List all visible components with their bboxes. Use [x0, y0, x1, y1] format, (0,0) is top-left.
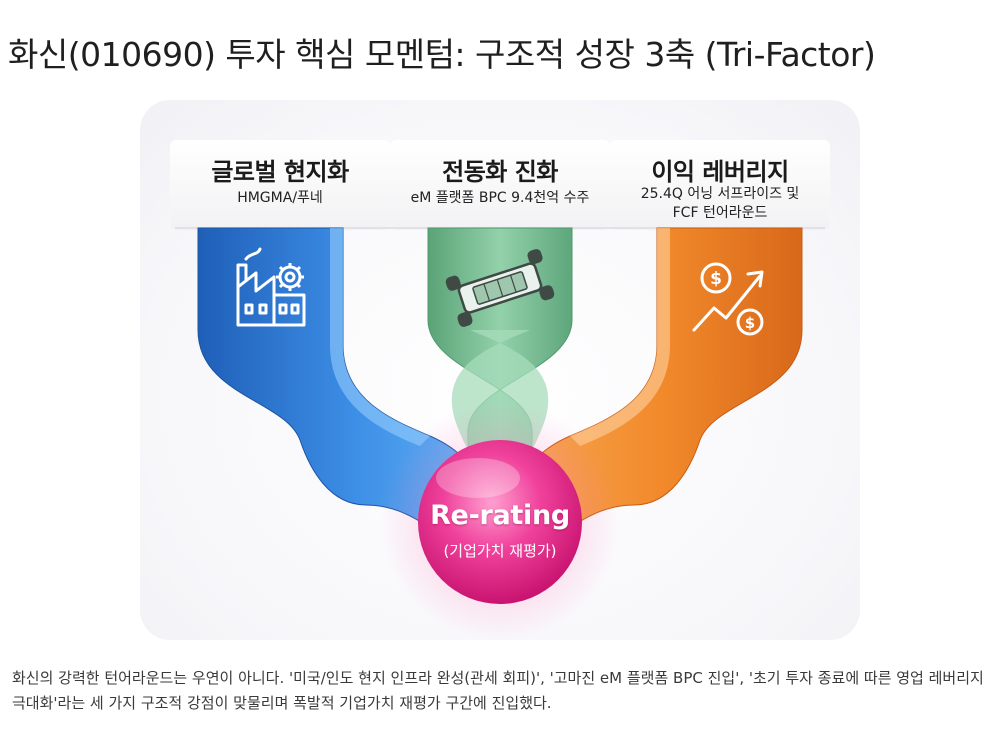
factor-card-3 [610, 140, 830, 230]
svg-text:$: $ [745, 314, 755, 332]
tri-factor-diagram: $ $ [170, 140, 830, 642]
ribbon-blue-highlight [330, 228, 430, 446]
center-sphere-shine [436, 458, 520, 498]
money-growth-icon: $ $ [692, 262, 764, 336]
page-title: 화신(010690) 투자 핵심 모멘텀: 구조적 성장 3축 (Tri-Fac… [8, 35, 876, 74]
center-title: Re-rating [430, 500, 570, 531]
center-sphere [418, 440, 582, 604]
factor-subtitle-profit-leverage-line2: FCF 턴어라운드 [672, 205, 768, 221]
factor-card-1 [170, 140, 390, 230]
description-text: 화신의 강력한 턴어라운드는 우연이 아니다. '미국/인도 현지 인프라 완성… [12, 669, 984, 712]
ribbon-orange-highlight [570, 228, 670, 446]
svg-text:$: $ [710, 269, 722, 289]
factor-title-electrification: 전동화 진화 [442, 158, 558, 186]
factor-subtitle-profit-leverage-line1: 25.4Q 어닝 서프라이즈 및 [640, 186, 800, 202]
center-subtitle: (기업가치 재평가) [443, 542, 557, 560]
factory-gear-icon [236, 247, 306, 327]
factor-subtitle-global-localization: HMGMA/푸네 [237, 190, 323, 206]
factor-title-profit-leverage: 이익 레버리지 [651, 158, 789, 186]
factor-title-global-localization: 글로벌 현지화 [211, 158, 349, 186]
factor-subtitle-electrification: eM 플랫폼 BPC 9.4천억 수주 [410, 190, 590, 206]
factor-card-2 [390, 140, 610, 230]
ev-chassis-icon [445, 249, 555, 327]
